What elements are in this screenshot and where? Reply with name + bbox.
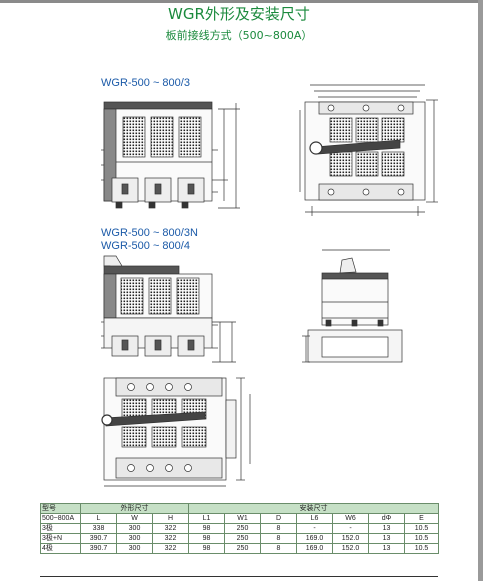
table-cell: W1 (224, 513, 261, 524)
table-cell: 152.0 (332, 543, 369, 554)
table-cell: 8 (260, 523, 297, 534)
table-cell: 10.5 (404, 523, 439, 534)
model-label-3pole: WGR-500 ~ 800/3 (101, 77, 190, 89)
table-cell: L (80, 513, 117, 524)
top-edge (0, 0, 483, 3)
table-cell: 10.5 (404, 533, 439, 544)
table-cell: 322 (152, 523, 189, 534)
table-cell: 4极 (40, 543, 81, 554)
table-cell: 10.5 (404, 543, 439, 554)
table-row: 3极 338 300 322 98 250 8 - - 13 10.5 (40, 523, 439, 534)
table-header-row: 型号 外形尺寸 安装尺寸 (40, 503, 439, 514)
table-cell: D (260, 513, 297, 524)
technical-drawings (101, 84, 438, 487)
table-cell: 13 (368, 523, 405, 534)
table-cell: 3极 (40, 523, 81, 534)
table-cell: 3极+N (40, 533, 81, 544)
front-view-4pole-drawing (101, 255, 236, 363)
side-view-drawing (302, 249, 403, 363)
front-view-3pole-drawing (101, 101, 240, 209)
top-view-4pole-drawing (101, 377, 251, 487)
table-column-row: 500~800A L W H L1 W1 D L6 W6 dΦ E (40, 513, 439, 524)
table-cell: 250 (224, 543, 261, 554)
right-edge (478, 0, 483, 581)
table-cell: W6 (332, 513, 369, 524)
table-cell: 13 (368, 533, 405, 544)
table-row: 3极+N 390.7 300 322 98 250 8 169.0 152.0 … (40, 533, 439, 544)
table-cell: 390.7 (80, 543, 117, 554)
table-cell: 500~800A (40, 513, 81, 524)
table-cell: 300 (116, 533, 153, 544)
table-row: 4极 390.7 300 322 98 250 8 169.0 152.0 13… (40, 543, 439, 554)
table-cell: 169.0 (296, 533, 333, 544)
table-cell: 300 (116, 523, 153, 534)
table-cell: 322 (152, 543, 189, 554)
table-cell: E (404, 513, 439, 524)
page-title: WGR外形及安装尺寸 (168, 5, 310, 23)
table-cell: 250 (224, 523, 261, 534)
page-subtitle: 板前接线方式（500~800A） (165, 29, 313, 42)
top-view-3pole-drawing (299, 84, 438, 216)
bottom-rule (40, 576, 438, 577)
spec-table: 型号 外形尺寸 安装尺寸 500~800A L W H L1 W1 D L6 W… (40, 503, 439, 554)
header-model: 型号 (40, 503, 81, 514)
table-cell: L6 (296, 513, 333, 524)
table-cell: - (332, 523, 369, 534)
table-cell: 98 (188, 523, 225, 534)
header-mounting-dimensions: 安装尺寸 (188, 503, 439, 514)
header-outline-dimensions: 外形尺寸 (80, 503, 189, 514)
table-cell: 250 (224, 533, 261, 544)
table-cell: 98 (188, 543, 225, 554)
model-label-4pole: WGR-500 ~ 800/4 (101, 240, 190, 252)
table-cell: 390.7 (80, 533, 117, 544)
table-cell: 13 (368, 543, 405, 554)
model-label-3pole-n: WGR-500 ~ 800/3N (101, 227, 198, 239)
table-cell: 169.0 (296, 543, 333, 554)
table-cell: 338 (80, 523, 117, 534)
table-cell: dΦ (368, 513, 405, 524)
table-cell: 300 (116, 543, 153, 554)
table-cell: L1 (188, 513, 225, 524)
table-cell: 98 (188, 533, 225, 544)
table-cell: H (152, 513, 189, 524)
table-cell: W (116, 513, 153, 524)
table-cell: - (296, 523, 333, 534)
table-cell: 8 (260, 543, 297, 554)
table-cell: 8 (260, 533, 297, 544)
table-cell: 322 (152, 533, 189, 544)
table-cell: 152.0 (332, 533, 369, 544)
